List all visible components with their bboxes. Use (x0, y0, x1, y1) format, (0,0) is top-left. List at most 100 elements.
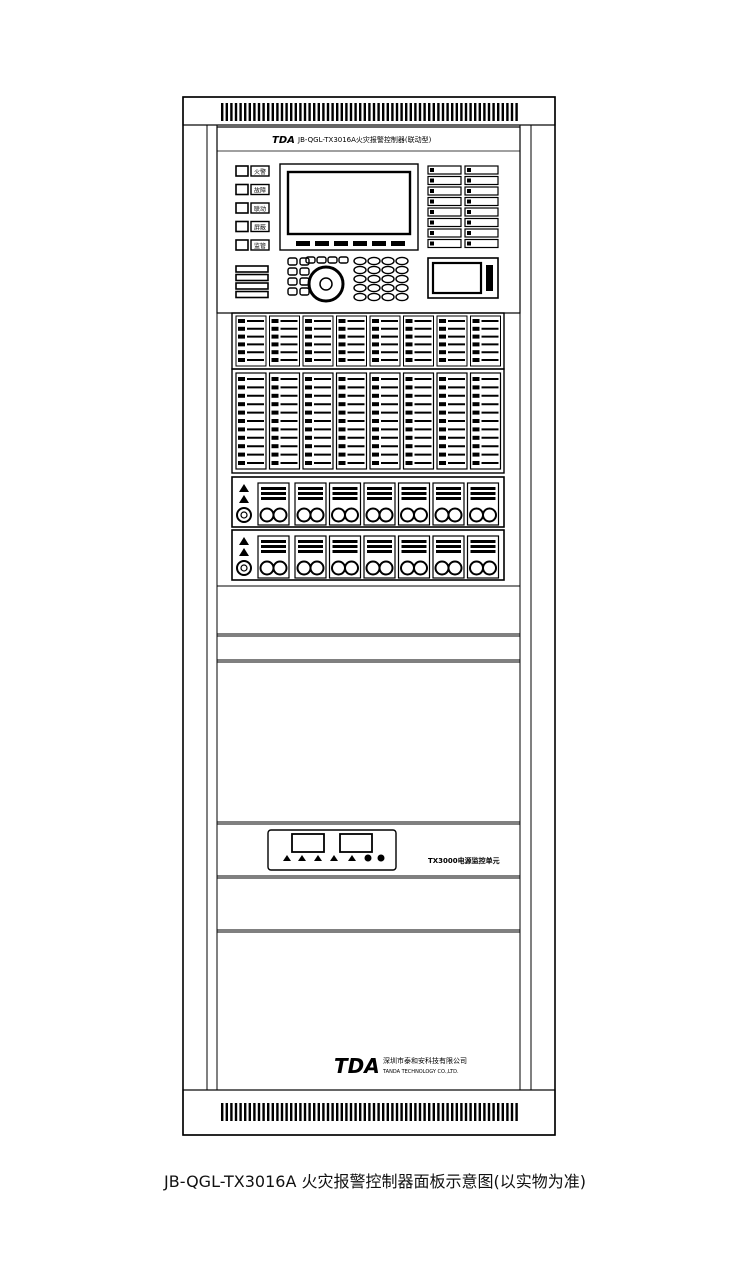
multiline-panel-2 (231, 529, 505, 581)
status-led-row (464, 165, 499, 175)
multiline-led (332, 545, 358, 548)
key (287, 257, 298, 266)
vent-slot (386, 103, 389, 121)
zone-led (372, 461, 379, 465)
navigation-pad[interactable] (307, 265, 345, 303)
vent-slot (377, 1103, 380, 1121)
vent-slot (230, 1103, 233, 1121)
zone-led (338, 319, 346, 323)
zone-led (271, 350, 279, 355)
status-led-row (427, 175, 462, 186)
number-key (353, 274, 367, 284)
multiline-button (469, 560, 484, 576)
status-led-row (427, 165, 462, 175)
power-indicators (283, 854, 385, 862)
number-key (395, 292, 409, 302)
zone-led (405, 419, 413, 423)
vent-slot (441, 1103, 445, 1121)
indicator-button (250, 239, 270, 251)
key (287, 287, 298, 296)
indicator-button (250, 202, 270, 214)
zone-led (338, 419, 346, 423)
cabinet-drawing: TDA JB-QGL-TX3016A火灾报警控制器(联动型) 火警故障联动屏蔽监… (182, 96, 556, 1136)
vent-slot (441, 103, 445, 121)
multiline-button (482, 507, 497, 523)
zone-led (372, 342, 379, 347)
vent-slot (391, 103, 394, 121)
vent-slot (372, 1103, 376, 1121)
multiline-modules (236, 482, 500, 579)
status-led (467, 199, 471, 204)
top-vent-band (182, 96, 556, 126)
function-buttons[interactable] (235, 265, 269, 299)
multiline-button (378, 560, 394, 576)
zone-led (271, 358, 279, 362)
zone-led (338, 358, 346, 362)
status-led-row (464, 186, 499, 196)
arrow-up-icon (239, 484, 249, 492)
vent-slot (460, 1103, 463, 1121)
zone-led (472, 358, 480, 362)
top-vent (221, 103, 518, 121)
zone-led (472, 427, 480, 432)
number-key (367, 283, 381, 293)
zone-led (472, 461, 480, 465)
vent-slot (299, 1103, 302, 1121)
zone-module-lower (469, 372, 502, 470)
number-key (367, 256, 381, 266)
status-led (430, 189, 434, 193)
zone-led (472, 393, 480, 398)
vent-slot (234, 1103, 238, 1121)
function-button (235, 290, 269, 299)
zone-led (338, 410, 346, 415)
zone-led (372, 319, 379, 323)
zone-led (405, 350, 413, 355)
key (299, 287, 310, 296)
zone-led (338, 427, 346, 432)
zone-module-upper (436, 315, 468, 367)
vent-slot (340, 1103, 343, 1121)
keypad[interactable] (287, 256, 409, 302)
zone-led (338, 377, 346, 381)
vent-slot (483, 103, 486, 121)
multiline-module (466, 535, 500, 579)
vent-slot (345, 103, 348, 121)
multiline-led (470, 540, 496, 543)
vent-slot (349, 1103, 353, 1121)
multiline-led (401, 545, 427, 548)
arrow-up-icon (239, 495, 249, 503)
zone-module-upper (235, 315, 267, 367)
vent-slot (290, 1103, 293, 1121)
multiline-module (466, 482, 500, 526)
zone-led (405, 377, 413, 381)
zone-led (439, 385, 446, 390)
multiline-led (298, 550, 323, 553)
vent-slot (363, 1103, 366, 1121)
vent-slot (510, 103, 514, 121)
lcd-screen (286, 170, 412, 236)
vent-slot (326, 1103, 330, 1121)
vent-slot (372, 103, 376, 121)
multiline-button (259, 560, 275, 576)
zone-led (305, 393, 312, 398)
zone-module-lower (402, 372, 435, 470)
power-display-1 (291, 833, 325, 853)
vent-slot (262, 103, 265, 121)
multiline-button (296, 507, 312, 523)
zone-led (271, 444, 279, 449)
vent-slot (303, 103, 307, 121)
vent-slot (515, 1103, 518, 1121)
vent-slot (506, 1103, 509, 1121)
status-led (467, 231, 471, 235)
status-led-row (427, 186, 462, 196)
vent-slot (280, 103, 284, 121)
status-led (467, 241, 471, 246)
zone-led (238, 393, 245, 398)
multiline-led (367, 545, 392, 548)
power-indicator-icon (377, 854, 385, 862)
zone-led (439, 334, 446, 339)
zone-led (439, 377, 446, 381)
lcd-softkeys[interactable] (296, 241, 405, 246)
multiline-led (298, 545, 323, 548)
vent-slot (285, 1103, 288, 1121)
